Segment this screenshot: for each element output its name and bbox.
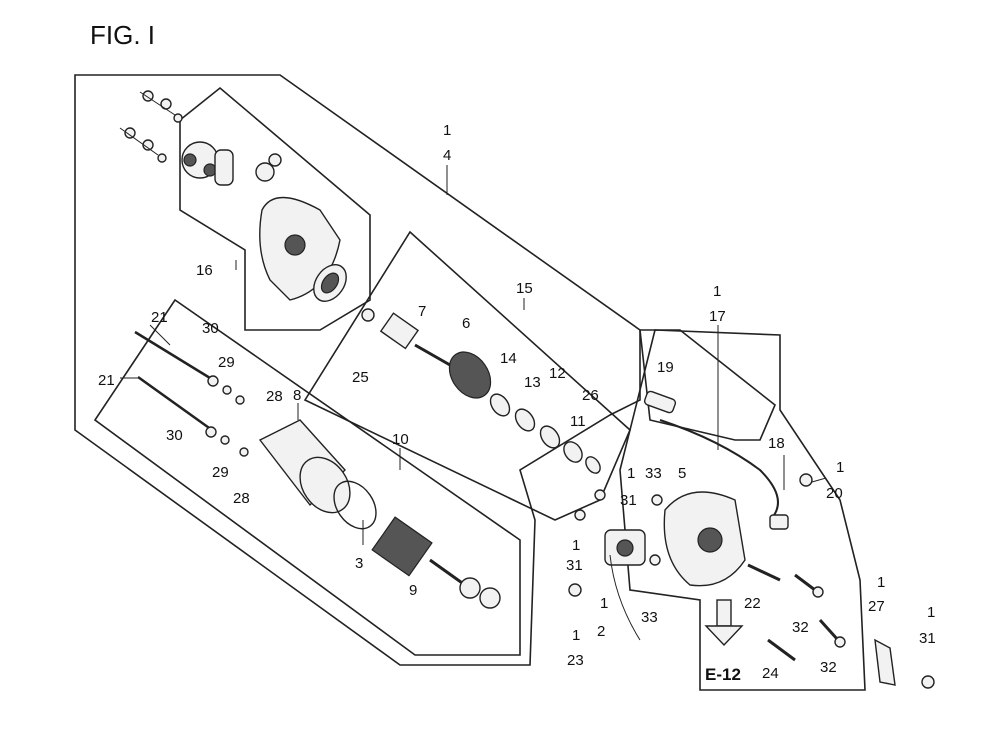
callout: 1 bbox=[836, 459, 844, 476]
reference-arrow bbox=[704, 599, 744, 647]
callout: 28 bbox=[266, 388, 283, 405]
drive-assembly bbox=[361, 308, 601, 474]
starter-relay bbox=[568, 489, 646, 641]
callout: 5 bbox=[678, 465, 686, 482]
callout: 13 bbox=[524, 374, 541, 391]
reference-label: E-12 bbox=[705, 665, 741, 684]
housing bbox=[649, 491, 935, 689]
callout: 32 bbox=[820, 659, 837, 676]
callout: 15 bbox=[516, 280, 533, 297]
callout: 29 bbox=[212, 464, 229, 481]
callout: 1 bbox=[572, 627, 580, 644]
starter-cable bbox=[643, 390, 813, 530]
callout: 17 bbox=[709, 308, 726, 325]
callout: 26 bbox=[582, 387, 599, 404]
starter-body-boundary bbox=[93, 298, 521, 656]
yoke bbox=[258, 419, 377, 530]
callout: 1 bbox=[877, 574, 885, 591]
callout: 4 bbox=[443, 147, 451, 164]
callout: 7 bbox=[418, 303, 426, 320]
callout: 22 bbox=[744, 595, 761, 612]
cable-boundary bbox=[619, 329, 866, 691]
armature bbox=[371, 516, 501, 609]
drive-group-boundary bbox=[303, 230, 631, 521]
callout: 9 bbox=[409, 582, 417, 599]
callout: 11 bbox=[570, 413, 586, 430]
rear-cover bbox=[259, 196, 347, 302]
callout: 27 bbox=[868, 598, 885, 615]
callout: 14 bbox=[500, 350, 517, 367]
callout: 3 bbox=[355, 555, 363, 572]
callout: 19 bbox=[657, 359, 674, 376]
callout: 31 bbox=[919, 630, 936, 647]
callout: 8 bbox=[293, 387, 301, 404]
callout: 18 bbox=[768, 435, 785, 452]
callout: 16 bbox=[196, 262, 213, 279]
callout: 25 bbox=[352, 369, 369, 386]
callout: 32 bbox=[792, 619, 809, 636]
callout: 31 bbox=[566, 557, 583, 574]
callout: 30 bbox=[202, 320, 219, 337]
callout: 1 bbox=[600, 595, 608, 612]
callout: 24 bbox=[762, 665, 779, 682]
callout: 1 bbox=[572, 537, 580, 554]
callout: 33 bbox=[645, 465, 662, 482]
assembly-boundary bbox=[74, 74, 641, 666]
callout: 23 bbox=[567, 652, 584, 669]
callout: 1 bbox=[627, 465, 635, 482]
brush-holder bbox=[181, 141, 282, 186]
leader-lines bbox=[120, 165, 827, 545]
callout-labels: 1 4 16 15 21 30 29 21 28 8 7 6 25 14 13 … bbox=[98, 122, 936, 684]
relay-boundary bbox=[639, 329, 776, 441]
callout: 1 bbox=[443, 122, 451, 139]
through-bolts bbox=[134, 330, 249, 457]
figure-title: FIG. I bbox=[90, 20, 155, 50]
callout: 21 bbox=[151, 309, 168, 326]
callout: 30 bbox=[166, 427, 183, 444]
callout: 1 bbox=[927, 604, 935, 621]
rear-cover-bolts bbox=[119, 90, 183, 163]
callout: 21 bbox=[98, 372, 115, 389]
rear-cover-boundary bbox=[179, 86, 371, 331]
callout: 10 bbox=[392, 431, 409, 448]
callout: 29 bbox=[218, 354, 235, 371]
callout: 6 bbox=[462, 315, 470, 332]
callout: 2 bbox=[597, 623, 605, 640]
callout: 28 bbox=[233, 490, 250, 507]
callout: 12 bbox=[549, 365, 566, 382]
callout: 1 bbox=[713, 283, 721, 300]
callout: 20 bbox=[826, 485, 843, 502]
callout: 33 bbox=[641, 609, 658, 626]
callout: 31 bbox=[620, 492, 637, 509]
